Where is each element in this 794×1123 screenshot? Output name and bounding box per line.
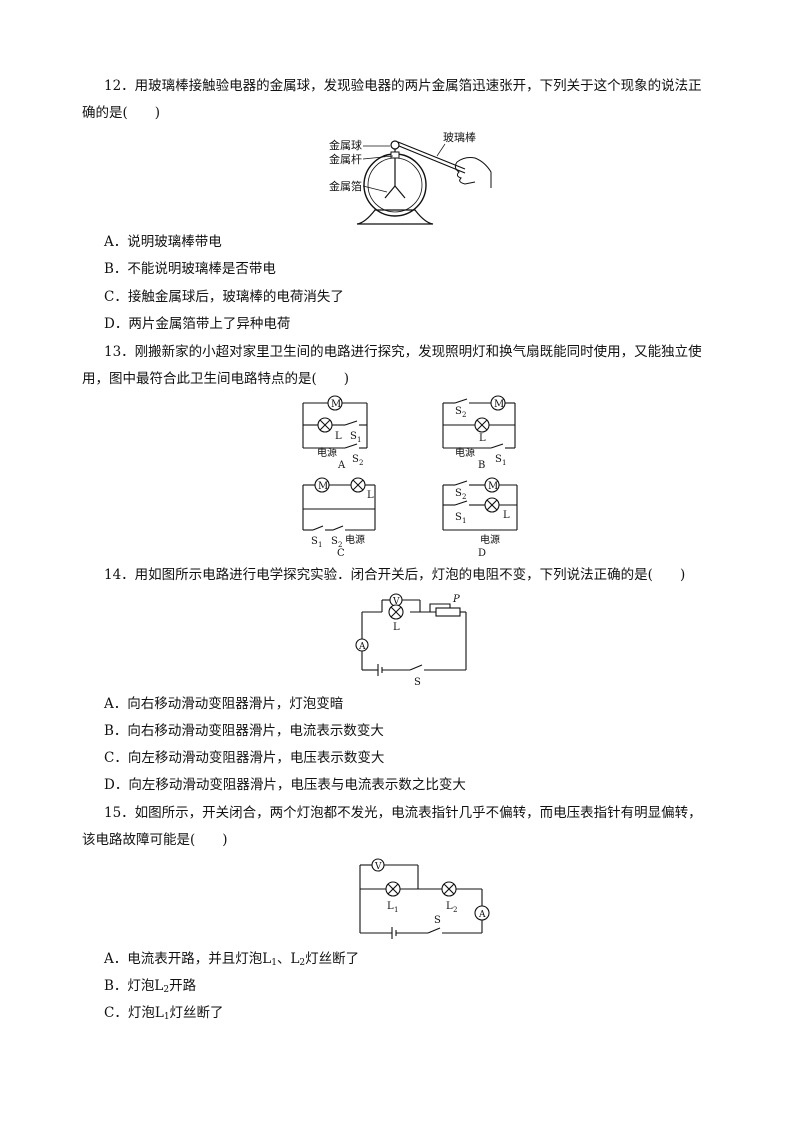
circuit-c <box>302 477 376 531</box>
svg-text:V: V <box>392 597 400 607</box>
svg-text:S: S <box>350 431 357 442</box>
svg-text:S: S <box>414 677 421 688</box>
svg-text:S: S <box>331 536 338 547</box>
metal-foil-right <box>394 185 406 199</box>
svg-text:2: 2 <box>453 906 457 914</box>
circuit-a-source-label: 电源 <box>317 446 337 459</box>
q14-option-b: B．向右移动滑动变阻器滑片，电流表示数变大 <box>104 723 384 739</box>
q12-stem-line2: 确的是( ) <box>82 105 161 121</box>
circuit-a-lamp-label: L <box>335 431 342 442</box>
label-metal-foil: 金属箔 <box>329 179 362 193</box>
q15-option-b: B．灯泡L2开路 <box>104 978 197 995</box>
svg-text:2: 2 <box>462 493 466 501</box>
circuit-a-motor-label: M <box>331 399 341 410</box>
q14-stem: 14．用如图所示电路进行电学探究实验．闭合开关后，灯泡的电阻不变，下列说法正确的… <box>104 567 686 583</box>
q12-option-b: B．不能说明玻璃棒是否带电 <box>104 261 276 277</box>
svg-text:S: S <box>455 512 462 523</box>
metal-ball <box>390 140 400 150</box>
svg-text:2: 2 <box>462 411 466 419</box>
svg-text:A: A <box>478 910 486 920</box>
svg-text:M: M <box>494 399 504 410</box>
circuit-a-caption: A <box>337 460 346 471</box>
svg-text:S: S <box>455 406 462 417</box>
svg-text:L: L <box>367 490 374 501</box>
q14-option-c: C．向左移动滑动变阻器滑片，电压表示数变大 <box>104 750 385 766</box>
electroscope-base <box>356 209 434 225</box>
svg-text:电源: 电源 <box>480 533 500 546</box>
label-metal-ball: 金属球 <box>329 138 362 152</box>
q15-option-c: C．灯泡L1灯丝断了 <box>104 1005 224 1022</box>
circuit-d-caption: D <box>478 548 486 559</box>
circuit-b-caption: B <box>478 460 485 471</box>
q12-option-a: A．说明玻璃棒带电 <box>104 234 222 250</box>
svg-text:电源: 电源 <box>345 533 365 546</box>
q12-option-d: D．两片金属箔带上了异种电荷 <box>104 316 291 332</box>
q13-stem-line1: 13．刚搬新家的小超对家里卫生间的电路进行探究，发现照明灯和换气扇既能同时使用，… <box>104 344 702 360</box>
svg-text:1: 1 <box>318 541 322 549</box>
svg-text:1: 1 <box>357 436 361 444</box>
svg-text:V: V <box>374 862 382 872</box>
q15-option-a: A．电流表开路，并且灯泡L1、L2灯丝断了 <box>104 951 360 968</box>
ammeter <box>355 638 369 652</box>
svg-text:S: S <box>495 454 502 465</box>
metal-foil-left <box>384 185 396 199</box>
svg-text:2: 2 <box>359 459 363 467</box>
voltmeter <box>371 858 385 872</box>
svg-text:L: L <box>393 622 400 633</box>
svg-text:L: L <box>503 510 510 521</box>
svg-text:1: 1 <box>502 459 506 467</box>
q15-stem-line1: 15．如图所示，开关闭合，两个灯泡都不发光，电流表指针几乎不偏转，而电压表指针有… <box>104 805 702 821</box>
q14-option-a: A．向右移动滑动变阻器滑片，灯泡变暗 <box>104 696 344 712</box>
svg-text:L: L <box>387 901 394 912</box>
circuit-a <box>302 395 368 449</box>
svg-text:L: L <box>446 901 453 912</box>
q15-circuit-figure: V A L 1 L 2 S <box>359 858 490 939</box>
svg-text:2: 2 <box>338 541 342 549</box>
q13-stem-line2: 用，图中最符合此卫生间电路特点的是( ) <box>82 371 350 387</box>
svg-text:电源: 电源 <box>455 446 475 459</box>
svg-text:S: S <box>434 915 441 926</box>
circuit-d <box>442 477 518 531</box>
svg-text:1: 1 <box>462 517 466 525</box>
circuit-c-caption: C <box>337 548 345 559</box>
svg-text:S: S <box>311 536 318 547</box>
label-glass-rod: 玻璃棒 <box>443 130 476 144</box>
svg-text:L: L <box>479 433 486 444</box>
ammeter <box>474 905 490 921</box>
svg-text:P: P <box>452 594 460 605</box>
label-metal-rod: 金属杆 <box>329 152 362 166</box>
svg-text:M: M <box>318 481 328 492</box>
svg-text:S: S <box>455 488 462 499</box>
q14-option-d: D．向左移动滑动变阻器滑片，电压表与电流表示数之比变大 <box>104 777 466 793</box>
q12-stem-line1: 12．用玻璃棒接触验电器的金属球，发现验电器的两片金属箔迅速张开，下列关于这个现… <box>104 78 702 94</box>
hand <box>454 157 492 188</box>
q15-stem-line2: 该电路故障可能是( ) <box>82 832 228 848</box>
q13-circuit-figures: M L S 1 电源 S 2 A M S 2 L 电源 S 1 B M L S … <box>302 395 518 559</box>
svg-text:M: M <box>488 481 498 492</box>
svg-text:1: 1 <box>394 906 398 914</box>
glass-rod <box>397 141 466 170</box>
circuit-b <box>442 395 516 449</box>
electroscope-figure: 金属球 金属杆 金属箔 玻璃棒 <box>329 130 492 225</box>
svg-text:A: A <box>358 642 366 652</box>
svg-text:S: S <box>352 454 359 465</box>
q14-circuit-figure: V A L P S <box>355 593 467 688</box>
q12-option-c: C．接触金属球后，玻璃棒的电荷消失了 <box>104 289 344 305</box>
